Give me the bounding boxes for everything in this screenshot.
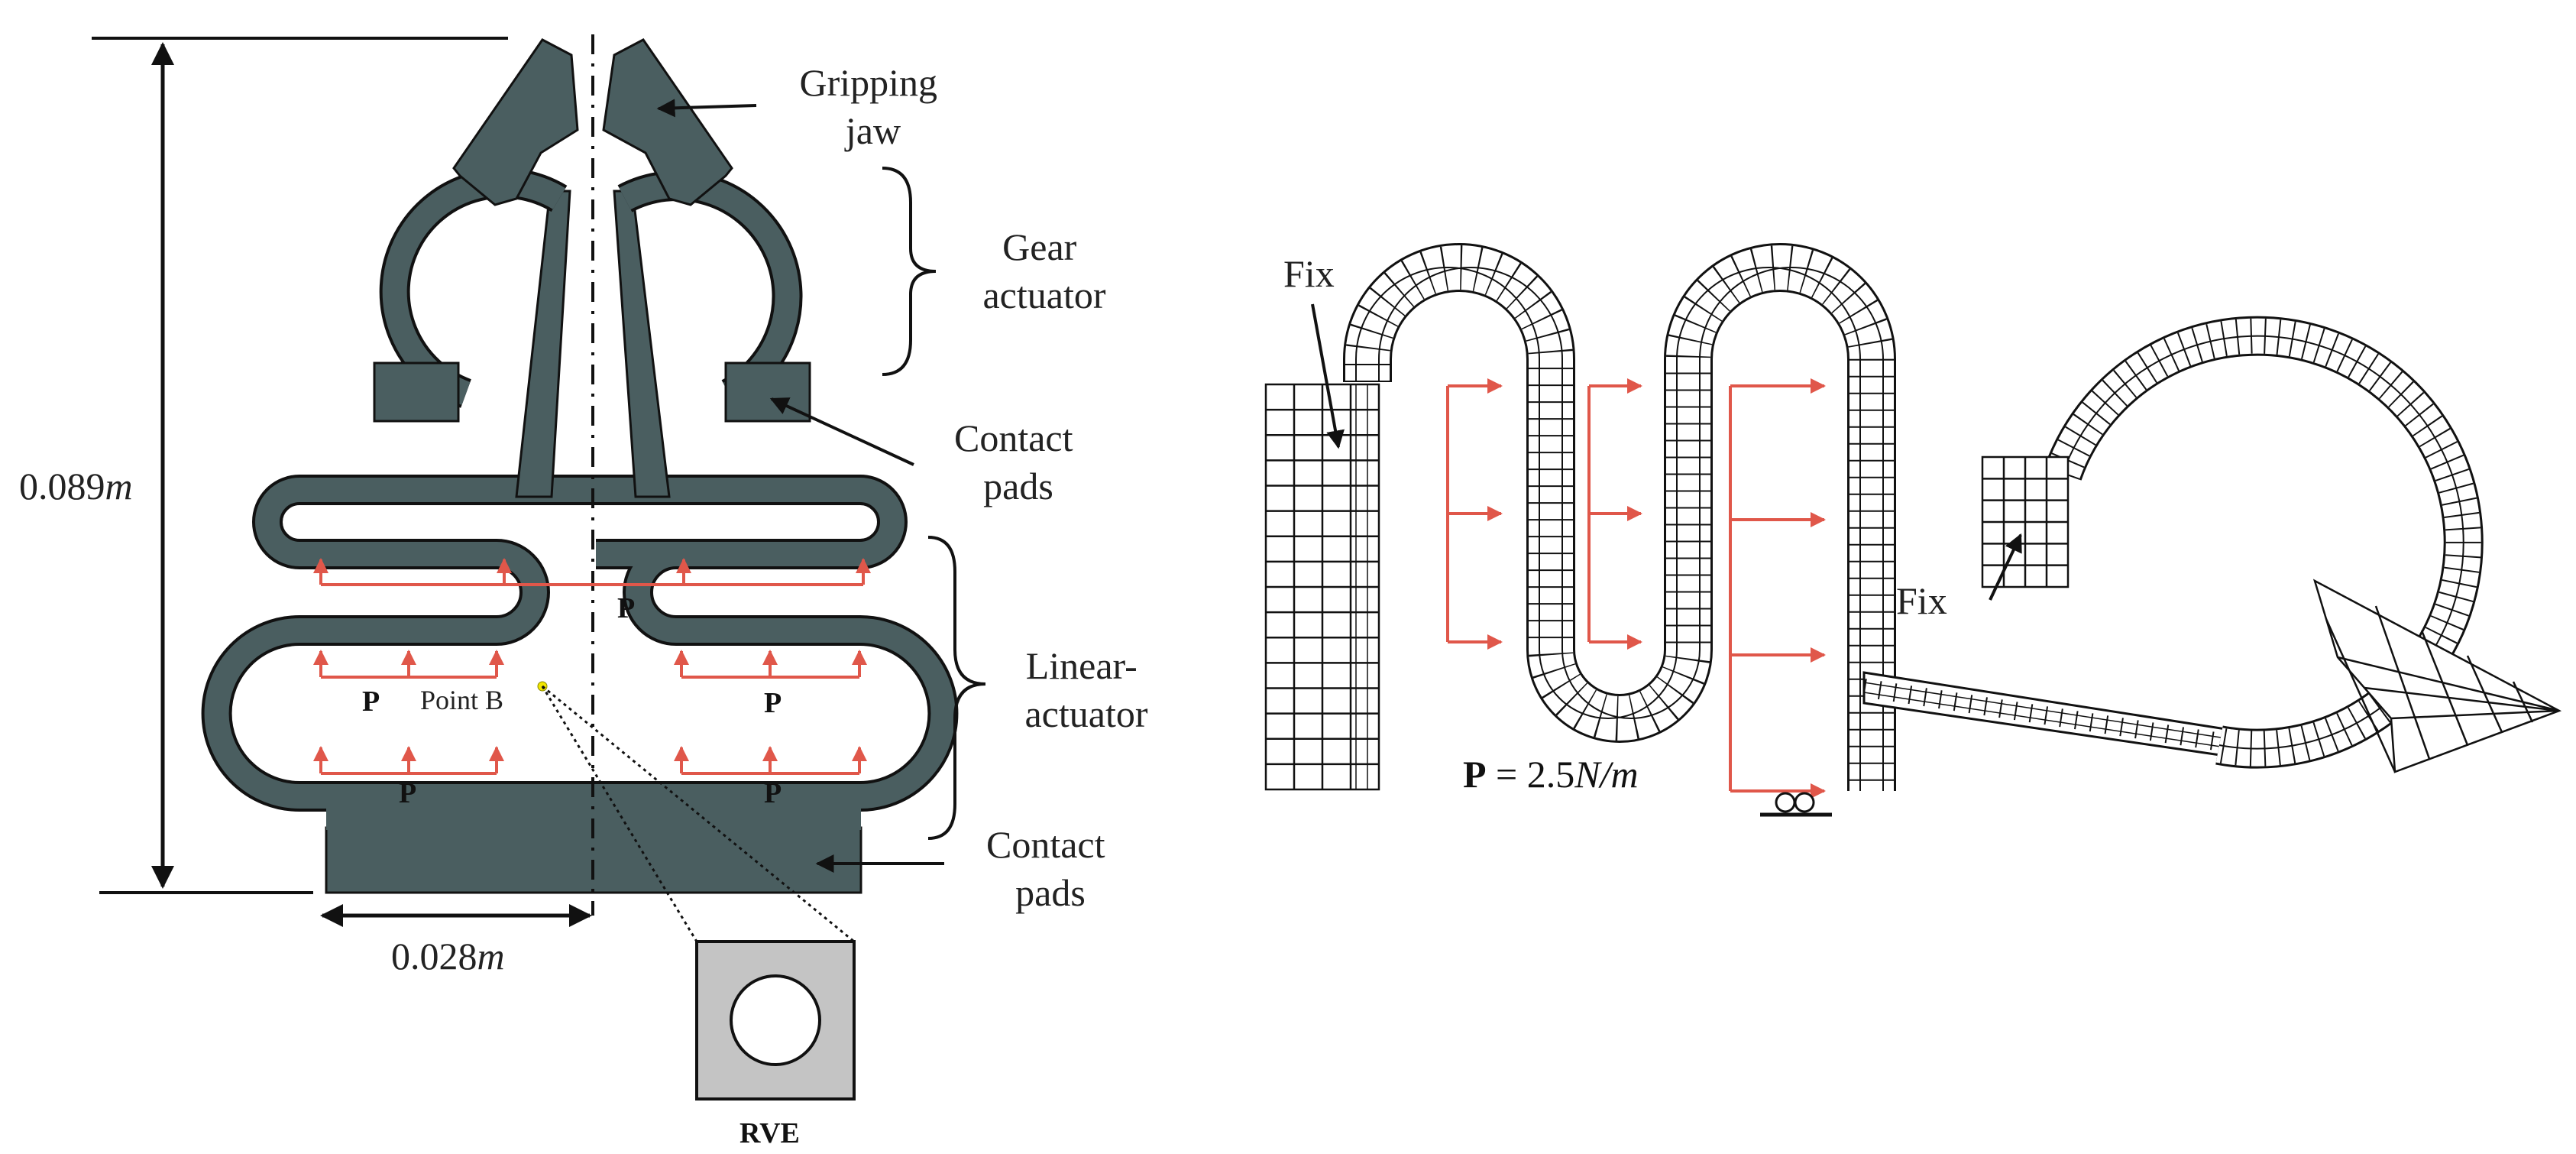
callout-arrow-pad-upper: [769, 397, 914, 466]
load-label-bottom-left: P: [399, 777, 416, 809]
fix-arrow-left: [1311, 303, 1345, 449]
rve-void: [730, 974, 821, 1066]
fix-label-left: Fix: [1283, 252, 1335, 295]
linear-actuator-shape: [201, 475, 959, 812]
load-label-mid-right: P: [764, 687, 782, 719]
roller-support: [1760, 792, 1832, 817]
ring-mesh: [2044, 316, 2484, 769]
callout-contact-pads-lower: Contact pads: [986, 823, 1115, 914]
load-value-label: P = 2.5N/m: [1463, 753, 1639, 796]
load-label-bottom-right: P: [764, 777, 782, 809]
callout-gear-actuator: Gear actuator: [982, 225, 1105, 316]
fix-arrow-right: [1989, 533, 2022, 601]
callout-contact-pads-upper: Contact pads: [954, 417, 1083, 507]
fe-pressure-arrows: [1446, 378, 1826, 799]
gripping-jaw-left: [452, 38, 579, 206]
fixed-block-mesh-ring: [1981, 455, 2070, 588]
callout-arrow-jaw: [656, 99, 757, 118]
rve-zoom-line-left: [541, 686, 698, 942]
right-fe-model: Fix Fix P = 2.5N/m: [1264, 243, 2562, 817]
dim-width-label: 0.028m: [391, 935, 505, 977]
load-label-top: P: [617, 592, 635, 624]
gripping-jaw-right: [602, 38, 733, 206]
right-stem: [613, 190, 671, 498]
callout-gripping-jaw: Gripping jaw: [799, 61, 947, 152]
left-schematic: 0.089m 0.028m: [19, 34, 1148, 1149]
link-beam-mesh: [1862, 671, 2232, 758]
rve-zoom-line-right: [542, 685, 855, 943]
brace-linear: [927, 536, 986, 840]
fix-label-right: Fix: [1896, 579, 1947, 622]
left-stem: [515, 190, 571, 498]
gear-contact-pad-left: [373, 361, 460, 423]
point-b-label: Point B: [420, 685, 503, 715]
brace-gear: [882, 167, 937, 376]
serpentine-mesh: [1343, 243, 1896, 791]
pressure-arrows: [313, 558, 871, 775]
rve-label: RVE: [739, 1117, 800, 1149]
fixed-block-mesh-left: [1264, 383, 1380, 791]
dim-height-label: 0.089m: [19, 465, 133, 507]
jaw-mesh: [2312, 579, 2562, 773]
load-label-mid-left: P: [362, 686, 380, 718]
callout-linear-actuator: Linear- actuator: [1024, 644, 1147, 735]
